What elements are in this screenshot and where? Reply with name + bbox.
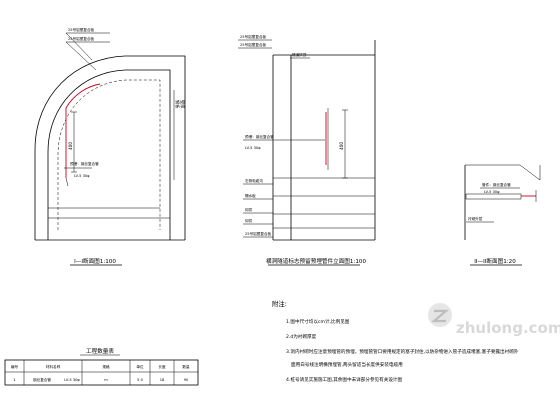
elev-leader-1-label: 25号铝塑复合板 (240, 34, 267, 39)
detail-diag (519, 164, 541, 181)
tunnel-arch-inner (47, 69, 171, 240)
section-i-title: I—I断面图1:100 (74, 257, 116, 265)
quantity-table: 工程数量表 编号 材料名称 规格 单位 长度 数量 1 钢丝复合管 LV-5 3… (4, 347, 199, 386)
td-length: 5.0 (137, 378, 143, 382)
notes: 附注: 1.图中尺寸均以cm计,比例见图 2.d为衬砌厚度 3.洞内衬砌时应注意… (272, 299, 519, 383)
th-id: 编号 (11, 364, 19, 369)
th-qty: 数量 (182, 364, 190, 369)
note-1: 1.图中尺寸均以cm计,比例见图 (286, 318, 350, 325)
elev-left-label-1: 右侧电缆沟 (245, 178, 263, 183)
elev-top-label: 隧道拱顶 (292, 52, 307, 57)
side-label-1: 钢板 (174, 100, 181, 109)
embedded-pipe (65, 83, 101, 178)
elev-left-label-3: 仰拱 (245, 207, 253, 212)
elevation-view: 400 隧道拱顶 25号铝塑复合板 25号铝塑复合板 预埋：钢丝复合管 LV-5… (238, 34, 376, 266)
pipe-marker (65, 177, 69, 187)
detail-bottom-label: 衬砌外层 (468, 216, 483, 221)
td-material: 钢丝复合管 (33, 377, 51, 382)
note-3b: 面用白号线注明横预埋管,两头留适当长度供安装电缆用 (291, 361, 403, 368)
elev-pipe-label: 预埋：钢丝复合管 (245, 134, 274, 139)
leader-1-arrow (65, 32, 93, 61)
side-label-2: 壁厚 (179, 100, 186, 108)
pipe-block (465, 193, 522, 200)
td-spec: LV-5 30φ (64, 378, 80, 382)
elev-left-label-2: 隔水板 (245, 193, 256, 198)
note-2: 2.d为衬砌厚度 (286, 333, 317, 340)
th-unit: 单位 (136, 364, 144, 369)
elevation-title: 横洞隧道标志预留预埋管件立面图1:100 (266, 257, 366, 265)
elev-bottom-label: 25号铝塑复合板 (245, 231, 272, 236)
leader-2-arrow (65, 41, 97, 71)
lining-dashed (57, 79, 161, 230)
table-frame (4, 359, 199, 386)
td-total: 90 (184, 378, 189, 382)
watermark: zhulong.com (428, 303, 560, 337)
watermark-logo (428, 303, 452, 327)
tunnel-arch-outer (34, 55, 186, 240)
td-count: 18 (160, 378, 165, 382)
th-material: 材料名称 (46, 364, 61, 369)
td-unit: m (104, 378, 108, 382)
th-length: 长度 (158, 364, 166, 369)
pipe-spec: LV-5 30φ (74, 174, 90, 178)
detail-pipe-label: 管件：钢丝复合管 (482, 182, 511, 187)
elev-pipe-spec: LV-5 30φ (245, 146, 261, 150)
section-ii-title: II—II断面图1:20 (474, 257, 516, 265)
section-ii-ii: 管件：钢丝复合管 LV-5 30φ 衬砌外层 II—II断面图1:20 (464, 164, 541, 266)
elev-dim-value: 400 (339, 142, 344, 150)
section-i-i: 400 钢板 壁厚 25号铝塑复合板 25号铝塑复合板 预埋：钢丝复合管 LV-… (34, 27, 186, 266)
th-spec: 规格 (102, 364, 110, 369)
elev-left-label-4: 仰拱 (245, 218, 253, 223)
leader-2-label: 25号铝塑复合板 (68, 36, 95, 41)
leader-1-label: 25号铝塑复合板 (68, 27, 95, 32)
watermark-text: zhulong.com (456, 319, 560, 337)
dim-value: 400 (68, 142, 73, 150)
detail-pipe-spec: LV-5 30φ (484, 190, 500, 194)
td-id: 1 (13, 378, 15, 382)
elev-leader-2-label: 25号铝塑复合板 (240, 42, 267, 47)
table-title: 工程数量表 (86, 347, 114, 355)
notes-heading: 附注: (272, 299, 287, 308)
note-4: 4.桩号请见实施施工图,其余图中未详部分参见有关设计图 (286, 376, 403, 383)
pipe-label: 预埋：钢丝复合管 (70, 161, 99, 166)
note-3: 3.洞内衬砌时应注意预埋管的预埋，预埋管管口要用规定的塞子封住,以防杂物进入管子… (286, 348, 519, 355)
